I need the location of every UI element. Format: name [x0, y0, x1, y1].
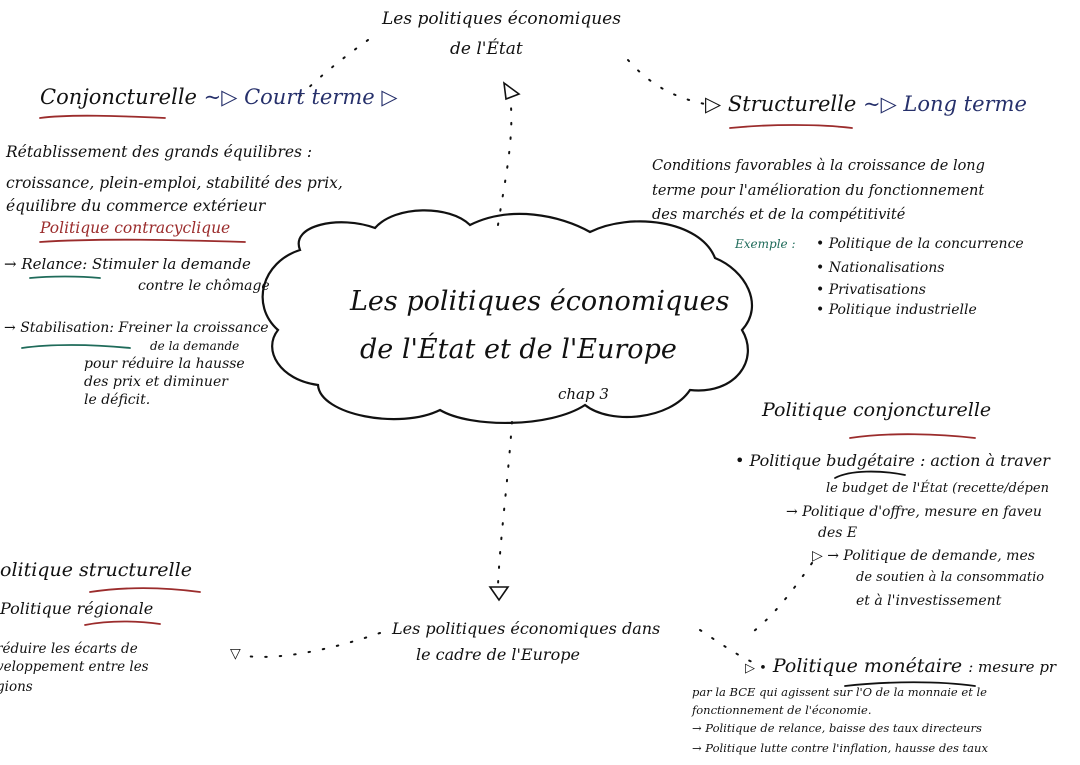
conjoncturelle-word: Conjoncturelle: [40, 85, 197, 109]
relance-line: → Relance: Stimuler la demande: [4, 255, 251, 273]
conjoncturelle-desc1: Rétablissement des grands équilibres :: [6, 143, 313, 161]
monetaire-line2: fonctionnement de l'économie.: [692, 703, 872, 717]
underline-budgetaire: [834, 470, 906, 479]
underline-relance: [29, 275, 101, 279]
stabilisation-text3: pour réduire la hausse: [84, 356, 245, 372]
stabilisation-arrow-icon: →: [4, 320, 16, 336]
pol-conjoncturelle-word1: Politique: [762, 399, 847, 421]
pol-conjoncturelle-word2: conjoncturelle: [853, 399, 992, 421]
pol-structurelle-word2: structurelle: [79, 559, 192, 581]
monetaire-heading: ▷ • Politique monétaire : mesure pr: [745, 655, 1057, 678]
connector-right-demande: [744, 562, 813, 639]
pol-structurelle-heading: olitique structurelle: [0, 559, 192, 582]
conjoncturelle-desc2: croissance, plein-emploi, stabilité des …: [6, 174, 343, 192]
offre-line1: → Politique d'offre, mesure en faveu: [786, 504, 1042, 520]
bottom-left-arrowhead-icon: ▽: [230, 646, 241, 662]
center-title-line1: Les politiques économiques: [350, 286, 730, 317]
underline-pol-structurelle: [89, 587, 201, 593]
relance-arrow-icon: →: [4, 255, 17, 273]
offre-line2: des E: [818, 525, 858, 541]
arrowhead-top-icon: [502, 81, 521, 101]
contracyclique-label: Politique contracyclique: [40, 219, 231, 237]
example-item-4: • Politique industrielle: [816, 302, 977, 318]
pol-structurelle-word1: olitique: [0, 559, 73, 581]
structurelle-desc2: terme pour l'amélioration du fonctionnem…: [652, 183, 985, 199]
squiggle-arrow-icon: ~▷: [862, 92, 897, 116]
monetaire-line1: par la BCE qui agissent sur l'O de la mo…: [692, 685, 987, 699]
long-terme-label: Long terme: [903, 92, 1027, 116]
monetaire-word1: Politique: [772, 655, 858, 677]
relance-text1: : Stimuler la demande: [82, 255, 251, 273]
connector-center-top: [497, 95, 513, 226]
underline-regionale: [84, 620, 161, 626]
underline-stabilisation: [21, 344, 131, 349]
arrowhead-icon: ▷: [705, 92, 722, 116]
demande-line1: ▷ → Politique de demande, mes: [812, 548, 1035, 564]
stabilisation-label: Stabilisation: [20, 320, 110, 336]
monetaire-word2: monétaire: [863, 655, 963, 677]
budgetaire-line2: le budget de l'État (recette/dépen: [826, 481, 1049, 496]
connector-title-right: [627, 59, 706, 105]
underline-structurelle: [729, 124, 853, 129]
stabilisation-text5: le déficit.: [84, 392, 151, 408]
conjoncturelle-desc3: équilibre du commerce extérieur: [6, 197, 266, 215]
example-item-1: • Politique de la concurrence: [816, 236, 1024, 252]
regionale-heading: Politique régionale: [0, 599, 154, 618]
monetaire-rest: : mesure pr: [968, 658, 1057, 676]
connector-bottom-left: [245, 632, 381, 658]
example-label: Exemple :: [735, 237, 796, 251]
center-title-line2: de l'État et de l'Europe: [360, 334, 677, 365]
underline-contracyclique: [39, 238, 246, 243]
regionale-word1: Politique: [0, 599, 72, 618]
structurelle-word: Structurelle: [727, 92, 857, 116]
conjoncturelle-heading: Conjoncturelle ~▷ Court terme ▷: [40, 85, 398, 109]
monetaire-line3: → Politique de relance, baisse des taux …: [692, 721, 982, 735]
regionale-word2: régionale: [76, 599, 154, 618]
underline-conjoncturelle: [39, 114, 166, 119]
underline-pol-conjoncturelle: [849, 433, 976, 439]
bottom-title-line2: le cadre de l'Europe: [416, 645, 580, 664]
monetaire-line4: → Politique lutte contre l'inflation, ha…: [692, 741, 988, 755]
structurelle-desc1: Conditions favorables à la croissance de…: [652, 158, 985, 174]
connector-center-bottom: [497, 421, 513, 586]
regionale-text1: réduire les écarts de: [0, 641, 138, 657]
underline-monetaire: [844, 681, 976, 687]
demande-line2: de soutien à la consommatio: [856, 570, 1045, 585]
top-title-line1: Les politiques économiques: [382, 9, 621, 29]
stabilisation-text2: de la demande: [150, 339, 240, 353]
court-terme-label: Court terme ▷: [244, 85, 398, 109]
relance-label: Relance: [21, 255, 83, 273]
budgetaire-line1: • Politique budgétaire : action à traver: [735, 451, 1050, 470]
demande-line3: et à l'investissement: [856, 593, 1002, 609]
bottom-title-line1: Les politiques économiques dans: [392, 619, 661, 638]
regionale-text2: veloppement entre les: [0, 659, 149, 675]
structurelle-heading: ▷ Structurelle ~▷ Long terme: [705, 92, 1027, 116]
squiggle-arrow-icon: ~▷: [203, 85, 238, 109]
relance-text2: contre le chômage: [138, 278, 270, 294]
chapter-label: chap 3: [558, 385, 609, 403]
center-cloud: [261, 209, 753, 425]
stabilisation-line: → Stabilisation: Freiner la croissance: [4, 320, 269, 336]
structurelle-desc3: des marchés et de la compétitivité: [652, 207, 906, 223]
stabilisation-text4: des prix et diminuer: [84, 374, 228, 390]
stabilisation-text1: : Freiner la croissance: [109, 320, 269, 336]
pol-conjoncturelle-heading: Politique conjoncturelle: [762, 399, 992, 422]
example-item-3: • Privatisations: [816, 282, 926, 298]
top-title-line2: de l'État: [450, 39, 523, 59]
example-item-2: • Nationalisations: [816, 260, 945, 276]
regionale-text3: gions: [0, 679, 33, 695]
arrowhead-bottom-icon: [488, 586, 510, 602]
monetaire-prefix: ▷ •: [745, 661, 767, 676]
